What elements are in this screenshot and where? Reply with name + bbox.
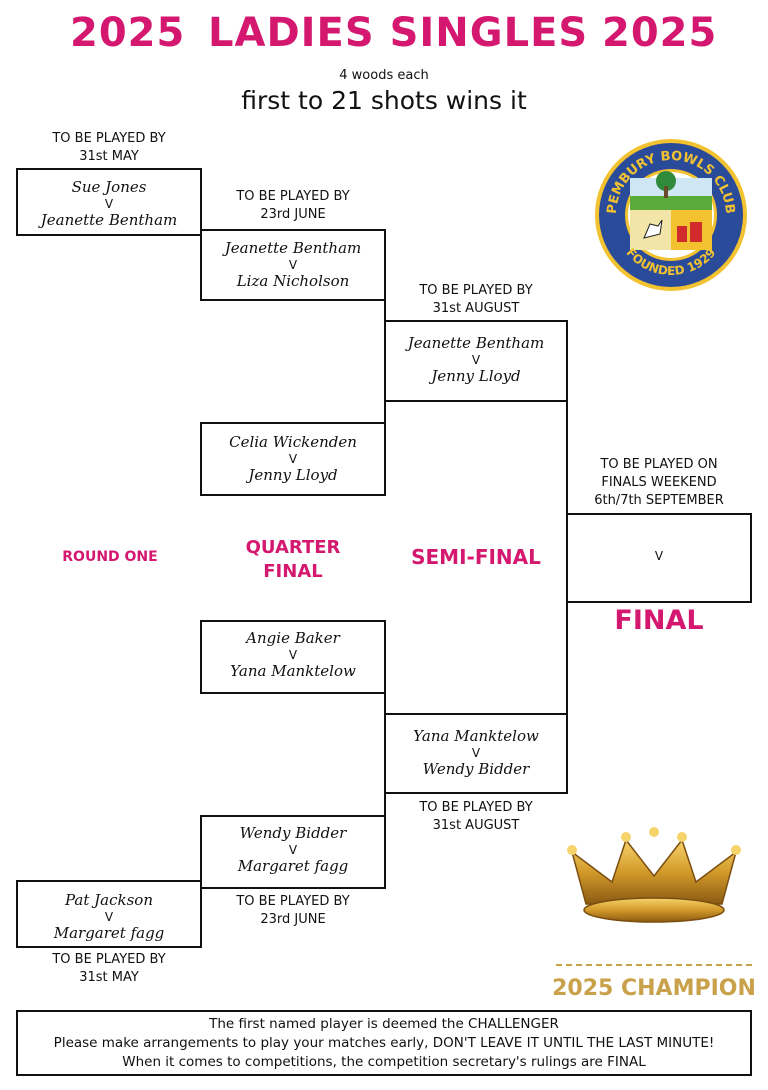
due-line: TO BE PLAYED BY	[236, 189, 350, 204]
due-final: TO BE PLAYED ON FINALS WEEKEND 6th/7th S…	[566, 456, 752, 510]
title-year-right: 2025	[602, 10, 718, 56]
match-r1-top: Sue Jones V Jeanette Bentham	[16, 168, 202, 236]
page-title: 2025 LADIES SINGLES 2025	[0, 10, 768, 66]
player-1: Pat Jackson	[65, 891, 153, 909]
player-2: Jeanette Bentham	[40, 211, 178, 229]
label-final: FINAL	[614, 605, 704, 636]
player-2: Jenny Lloyd	[431, 367, 521, 385]
versus: V	[288, 648, 298, 662]
due-line: 6th/7th SEPTEMBER	[594, 493, 724, 508]
due-sf-bottom: TO BE PLAYED BY 31st AUGUST	[384, 799, 568, 835]
player-2: Liza Nicholson	[236, 272, 350, 290]
player-1: Wendy Bidder	[239, 824, 347, 842]
label-line: FINAL	[263, 561, 323, 582]
player-1: Angie Baker	[246, 629, 340, 647]
label-line: QUARTER	[245, 537, 341, 558]
player-2: Yana Manktelow	[230, 662, 356, 680]
match-sf1: Jeanette Bentham V Jenny Lloyd	[384, 320, 568, 402]
label-quarter-final: QUARTER FINAL	[220, 536, 366, 584]
due-r1-top: TO BE PLAYED BY 31st MAY	[18, 130, 200, 166]
due-line: 23rd JUNE	[260, 207, 326, 222]
due-qf-bottom: TO BE PLAYED BY 23rd JUNE	[200, 893, 386, 929]
versus: V	[104, 197, 114, 211]
player-2: Jenny Lloyd	[248, 466, 338, 484]
due-line: FINALS WEEKEND	[601, 475, 717, 490]
versus: V	[471, 746, 481, 760]
champion-label: 2025 CHAMPION	[552, 976, 756, 1001]
crown-icon	[564, 826, 744, 926]
label-semi-final: SEMI-FINAL	[411, 545, 541, 569]
due-line: 31st MAY	[79, 149, 139, 164]
match-qf4: Wendy Bidder V Margaret fagg	[200, 815, 386, 889]
versus: V	[288, 843, 298, 857]
due-line: TO BE PLAYED BY	[52, 952, 166, 967]
footer-line: Please make arrangements to play your ma…	[53, 1035, 715, 1051]
match-qf2: Celia Wickenden V Jenny Lloyd	[200, 422, 386, 496]
versus: V	[288, 452, 298, 466]
due-line: TO BE PLAYED ON	[600, 457, 718, 472]
footer-line: When it comes to competitions, the compe…	[122, 1054, 646, 1070]
title-year-left: 2025	[70, 10, 186, 56]
due-line: 23rd JUNE	[260, 912, 326, 927]
match-qf3: Angie Baker V Yana Manktelow	[200, 620, 386, 694]
versus: V	[654, 549, 664, 563]
due-line: TO BE PLAYED BY	[419, 283, 533, 298]
player-1: Yana Manktelow	[413, 727, 539, 745]
versus: V	[104, 910, 114, 924]
title-text: LADIES SINGLES	[208, 10, 589, 56]
footer-notice: The first named player is deemed the CHA…	[16, 1010, 752, 1076]
due-line: 31st MAY	[79, 970, 139, 985]
player-2: Margaret fagg	[53, 924, 165, 942]
due-sf-top: TO BE PLAYED BY 31st AUGUST	[384, 282, 568, 318]
footer-line: The first named player is deemed the CHA…	[209, 1016, 559, 1032]
champion-divider	[556, 964, 752, 966]
match-sf2: Yana Manktelow V Wendy Bidder	[384, 713, 568, 794]
club-logo: PEMBURY BOWLS CLUB FOUNDED 1929	[594, 138, 748, 292]
player-2: Margaret fagg	[237, 857, 349, 875]
due-line: 31st AUGUST	[432, 818, 520, 833]
match-qf1: Jeanette Bentham V Liza Nicholson	[200, 229, 386, 301]
versus: V	[471, 353, 481, 367]
match-r1-bottom: Pat Jackson V Margaret fagg	[16, 880, 202, 948]
due-r1-bottom: TO BE PLAYED BY 31st MAY	[18, 951, 200, 987]
due-line: 31st AUGUST	[432, 301, 520, 316]
subtitle-rule: first to 21 shots wins it	[241, 86, 527, 115]
match-final: V	[566, 513, 752, 603]
player-2: Wendy Bidder	[422, 760, 530, 778]
due-line: TO BE PLAYED BY	[419, 800, 533, 815]
due-qf-top: TO BE PLAYED BY 23rd JUNE	[200, 188, 386, 224]
player-1: Sue Jones	[71, 178, 147, 196]
due-line: TO BE PLAYED BY	[52, 131, 166, 146]
player-1: Celia Wickenden	[229, 433, 357, 451]
player-1: Jeanette Bentham	[224, 239, 362, 257]
subtitle-woods: 4 woods each	[339, 68, 429, 83]
due-line: TO BE PLAYED BY	[236, 894, 350, 909]
label-round-one: ROUND ONE	[62, 549, 158, 565]
versus: V	[288, 258, 298, 272]
player-1: Jeanette Bentham	[407, 334, 545, 352]
